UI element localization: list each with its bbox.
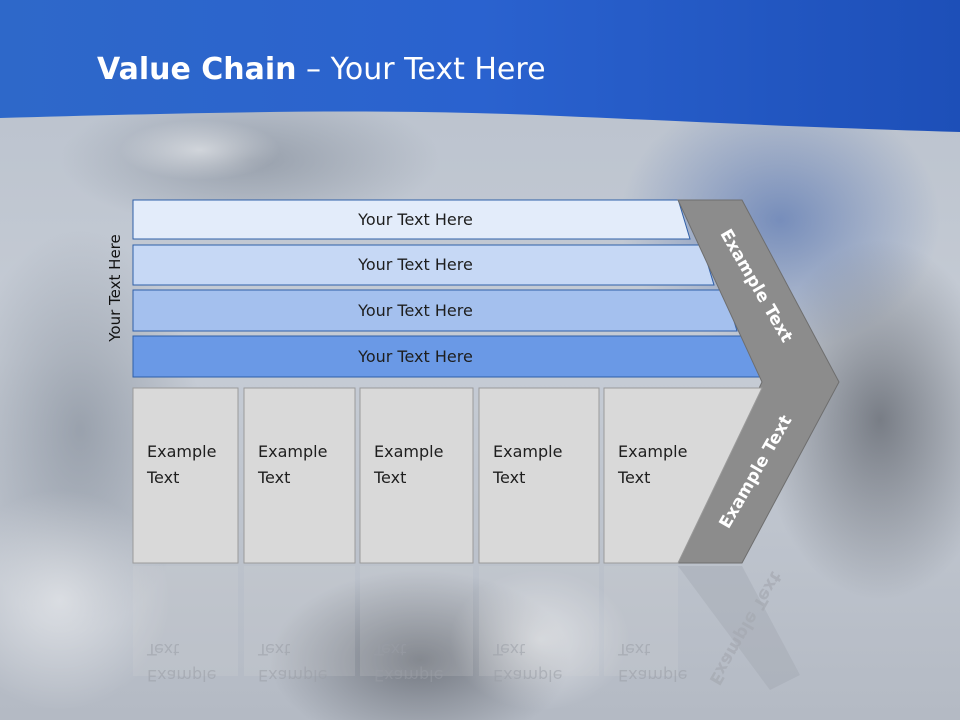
title-rest: – Your Text Here (296, 52, 546, 87)
value-row-label-2: Your Text Here (358, 255, 473, 274)
page-title: Value Chain – Your Text Here (97, 52, 546, 87)
activity-box-label-reflection-2: Example Text (258, 640, 328, 685)
activity-box-label-2: Example Text (258, 442, 328, 487)
activity-box-label-3: Example Text (374, 442, 444, 487)
title-bold: Value Chain (97, 52, 297, 87)
activity-box-label-4: Example Text (493, 442, 563, 487)
activity-box-label-reflection-5: Example Text (618, 640, 688, 685)
activity-box-label-1: Example Text (147, 442, 217, 487)
value-row-label-3: Your Text Here (358, 300, 473, 320)
value-row-label-1: Your Text Here (358, 209, 473, 229)
side-label-text: Your Text Here (106, 234, 124, 342)
activity-box-label-5: Example Text (618, 442, 688, 487)
value-row-label-4: Your Text Here (358, 346, 473, 366)
activity-box-label-reflection-1: Example Text (147, 640, 217, 685)
activity-box-label-reflection-4: Example Text (493, 640, 563, 685)
activity-box-label-reflection-3: Example Text (374, 640, 444, 685)
